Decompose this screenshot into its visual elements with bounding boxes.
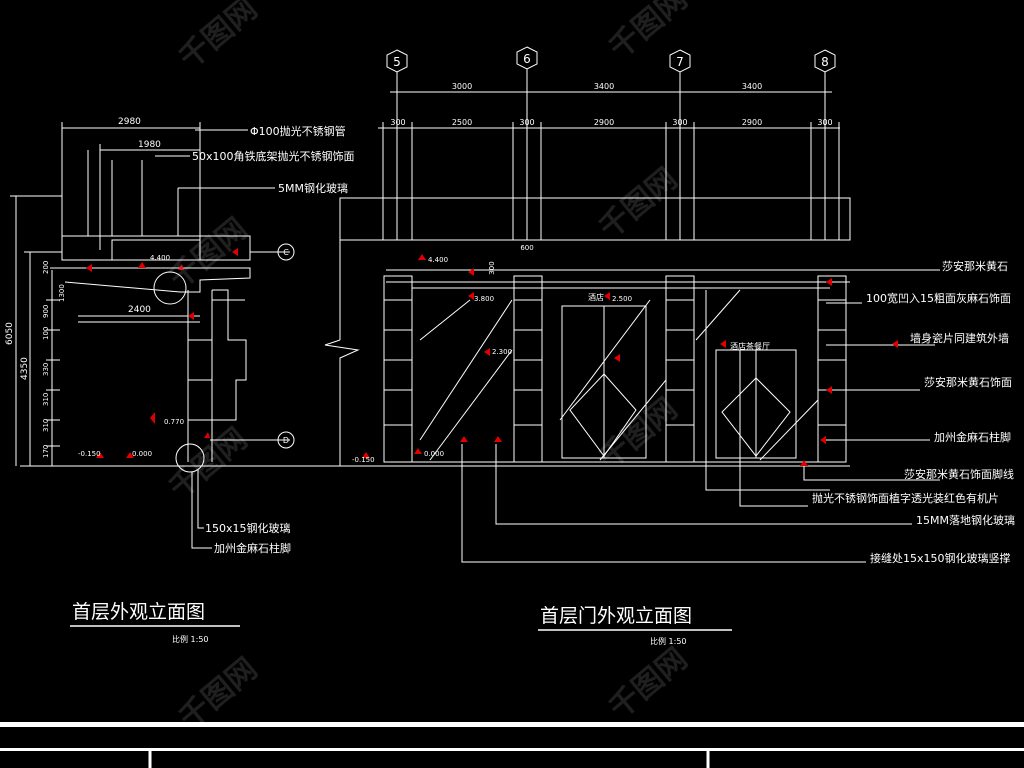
left-label-granite-base: 加州金麻石柱脚	[214, 541, 291, 555]
dim-300d: 300	[817, 118, 832, 127]
left-dim-4350: 4350	[20, 357, 30, 380]
dim-3400b: 3400	[742, 82, 762, 91]
right-elev-4400: 4.400	[428, 256, 448, 264]
left-elevation	[10, 122, 296, 549]
dim-600: 600	[520, 244, 533, 252]
red-markers	[86, 248, 898, 466]
right-label-glass-15mm: 15MM落地钢化玻璃	[916, 513, 1015, 527]
section-mark-c-label: C	[283, 248, 289, 257]
left-dim-2400: 2400	[128, 305, 151, 315]
left-dim-170: 170	[42, 445, 50, 458]
watermark-logo: 千图网	[163, 211, 254, 296]
left-elev-0770: 0.770	[164, 418, 184, 426]
axis-6: 6	[523, 52, 531, 66]
pier-7	[665, 275, 695, 463]
watermark-logo: 千图网	[173, 0, 264, 76]
axis-8: 8	[821, 55, 829, 69]
right-title: 首层门外观立面图	[540, 605, 692, 627]
dim-300a: 300	[390, 118, 405, 127]
section-mark-d-label: D	[283, 436, 289, 445]
left-dim-top-1: 2980	[118, 117, 141, 127]
right-label-steel-letters: 抛光不锈钢饰面植字透光装红色有机片	[812, 491, 999, 505]
dim-3000: 3000	[452, 82, 472, 91]
right-label-beige-skirting: 莎安那米黄石饰面脚线	[904, 467, 1014, 481]
left-label-glass-150: 150x15钢化玻璃	[205, 521, 291, 535]
dim-2900b: 2900	[742, 118, 762, 127]
sign-hotel: 酒店	[588, 292, 604, 302]
left-label-steel-pipe: Φ100抛光不锈钢管	[250, 124, 346, 138]
left-elev-0000: 0.000	[132, 450, 152, 458]
right-elev-0000: 0.000	[424, 450, 444, 458]
watermark-logo: 千图网	[593, 391, 684, 476]
left-dim-310a: 310	[42, 393, 50, 406]
axis-5: 5	[393, 55, 401, 69]
right-scale: 比例 1:50	[650, 636, 687, 646]
left-elev-4400: 4.400	[150, 254, 170, 262]
left-dim-6050: 6050	[5, 322, 15, 345]
sign-hotel-restaurant: 酒店茶餐厅	[730, 341, 770, 351]
frame-bottom-band-2	[0, 748, 1024, 751]
dim-3400a: 3400	[594, 82, 614, 91]
left-dim-top-2: 1980	[138, 140, 161, 150]
right-label-granite-recess: 100宽凹入15粗面灰麻石饰面	[866, 291, 1011, 305]
dim-2900a: 2900	[594, 118, 614, 127]
left-elev-minus0150: -0.150	[78, 450, 101, 458]
left-label-glass-5mm: 5MM钢化玻璃	[278, 181, 348, 195]
left-dim-100: 100	[42, 327, 50, 340]
right-elev-2300: 2.300	[492, 348, 512, 356]
right-label-wall-tile: 墙身瓷片同建筑外墙	[910, 331, 1009, 345]
right-label-beige-stone: 莎安那米黄石	[942, 259, 1008, 273]
right-elevation	[296, 46, 940, 563]
dim-300c: 300	[672, 118, 687, 127]
axis-7: 7	[676, 55, 684, 69]
pier-8	[817, 275, 847, 463]
right-label-granite-base: 加州金麻石柱脚	[934, 430, 1011, 444]
right-label-beige-finish: 莎安那米黄石饰面	[924, 375, 1012, 389]
watermark-logo: 千图网	[603, 641, 694, 726]
section-mark-c	[277, 243, 295, 261]
right-label-glass-fin: 接缝处15x150钢化玻璃竖撑	[870, 551, 1011, 565]
watermark-logo: 千图网	[593, 161, 684, 246]
dim-300b: 300	[519, 118, 534, 127]
left-title: 首层外观立面图	[72, 601, 205, 623]
left-scale: 比例 1:50	[172, 634, 209, 644]
left-dim-310b: 310	[42, 419, 50, 432]
right-elev-3800: 3.800	[474, 295, 494, 303]
section-mark-d	[277, 431, 295, 449]
right-elev-2500: 2.500	[612, 295, 632, 303]
left-dim-1300: 1300	[58, 284, 66, 302]
left-label-angle-iron: 50x100角铁底架抛光不锈钢饰面	[192, 149, 355, 163]
left-dim-330: 330	[42, 363, 50, 376]
left-dim-900: 900	[42, 305, 50, 318]
left-dim-200: 200	[42, 261, 50, 274]
right-elev-minus0150: -0.150	[352, 456, 375, 464]
pier-6	[513, 275, 543, 463]
frame-bottom-band	[0, 722, 1024, 727]
dim-300-vertical: 300	[488, 261, 496, 274]
dim-2500: 2500	[452, 118, 472, 127]
pier-5	[383, 275, 413, 463]
